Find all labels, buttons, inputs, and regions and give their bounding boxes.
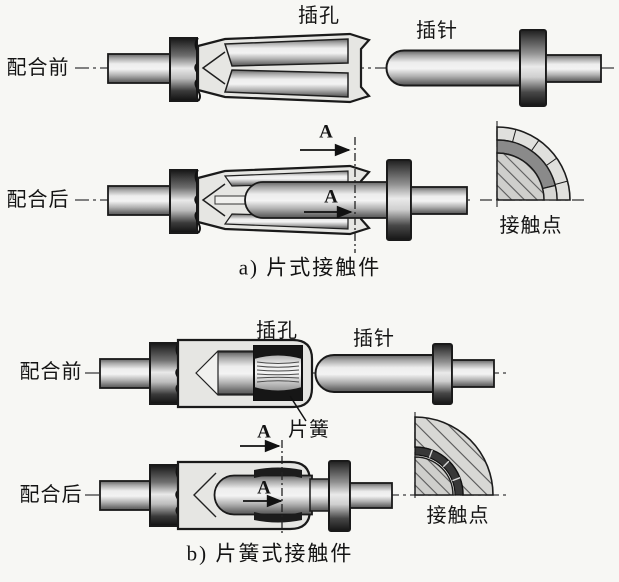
panel-b-after-drawing — [85, 439, 508, 533]
bore-cone-line — [201, 51, 226, 85]
socket-collar — [169, 169, 198, 234]
pin-flange — [386, 159, 412, 241]
socket-label-b: 插孔 — [256, 320, 298, 342]
before-mating-label-b: 配合前 — [19, 361, 83, 383]
leaf-spring-label-b: 片簧 — [288, 419, 330, 441]
pin-label-a: 插针 — [416, 20, 458, 42]
socket-collar — [149, 342, 179, 405]
panel-b-cross-section — [414, 412, 494, 499]
caption-b: b) 片簧式接触件 — [186, 541, 354, 566]
spring-contact-band-top — [254, 467, 302, 478]
bore-cone-line — [193, 472, 217, 518]
sleeve-slit — [214, 195, 247, 205]
pin-flange — [519, 29, 547, 107]
contact-point-label-a: 接触点 — [499, 215, 563, 237]
panel-a-after-drawing — [75, 137, 470, 253]
pin-section-hatched — [496, 152, 545, 201]
pin-flange — [328, 460, 351, 532]
socket-label-a: 插孔 — [298, 5, 340, 27]
socket-tail-shaft — [99, 358, 153, 389]
panel-a-cross-section — [480, 121, 584, 211]
pin-label-b: 插针 — [353, 328, 395, 350]
sleeve-leaf-top — [223, 38, 349, 67]
panel-a-before-drawing — [75, 29, 616, 107]
bore-cone-line — [201, 183, 226, 217]
spring-segment-ticks — [428, 449, 461, 482]
section-letter-b-top: A — [257, 421, 271, 443]
pin-tail-shaft — [451, 359, 495, 388]
pin-tail-shaft — [349, 482, 393, 509]
pin-body — [314, 354, 434, 393]
pin-neck — [309, 478, 331, 512]
inner-sleeve — [217, 351, 257, 395]
after-mating-label-a: 配合后 — [6, 189, 70, 211]
leaf-spring-ring — [414, 446, 464, 496]
section-letter-a-top: A — [319, 121, 333, 143]
band-end-segment — [541, 184, 558, 201]
socket-collar — [169, 37, 198, 102]
socket-tail-shaft — [107, 53, 173, 84]
pin-tail-shaft — [545, 54, 602, 83]
caption-a: a) 片式接触件 — [238, 255, 382, 280]
leaf-spring-leader-line — [289, 395, 307, 422]
after-mating-label-b: 配合后 — [19, 484, 83, 506]
spring-contact-band-bottom — [254, 512, 302, 523]
pin-tail-shaft — [410, 186, 468, 215]
pin-flange — [432, 343, 453, 405]
panel-b-before-drawing — [85, 338, 508, 422]
ring-segment-lines — [512, 129, 568, 185]
socket-tail-shaft — [99, 480, 153, 511]
socket-tail-shaft — [107, 185, 173, 216]
section-letter-b-bottom: A — [257, 477, 271, 499]
pin-section-hatched — [414, 456, 454, 496]
pin-body-inserted — [213, 474, 313, 516]
leaf-spring-basket — [253, 345, 303, 401]
before-mating-label-a: 配合前 — [6, 57, 70, 79]
contact-point-label-b: 接触点 — [426, 505, 490, 527]
socket-collar — [149, 464, 179, 527]
sleeve-leaf-bottom — [223, 69, 349, 98]
section-letter-a-bottom: A — [324, 186, 338, 208]
pin-body — [385, 49, 522, 87]
